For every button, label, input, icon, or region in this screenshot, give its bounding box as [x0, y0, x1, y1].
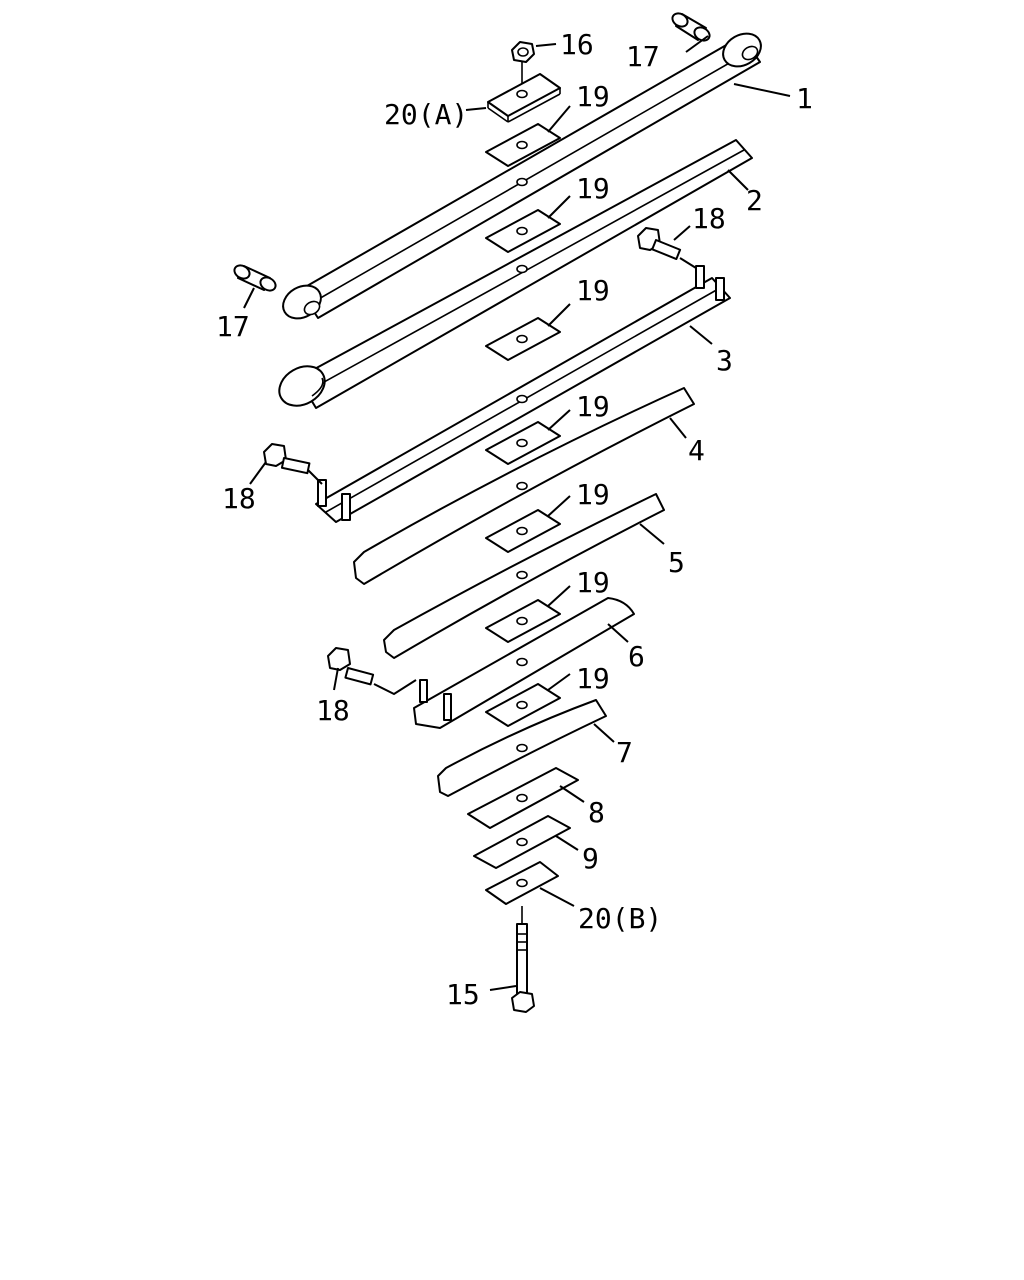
pad-19-1 [485, 123, 561, 167]
pad-19-4 [485, 421, 561, 465]
pad-19-7 [485, 683, 561, 727]
part-1-main-leaf [282, 32, 762, 320]
label-part-19-3: 19 [576, 274, 610, 307]
label-part-9: 9 [582, 842, 599, 875]
part-20b-hole [516, 878, 528, 888]
label-part-19-2: 19 [576, 172, 610, 205]
part-16-nut [511, 41, 535, 88]
leader-lines [243, 35, 791, 991]
part-2-second-leaf [278, 139, 753, 409]
part-18-bolt-top [637, 227, 697, 269]
label-part-18-low: 18 [316, 694, 350, 727]
pad-19-3 [485, 317, 561, 361]
label-part-19-1: 19 [576, 80, 610, 113]
part-19-pads [485, 123, 561, 727]
pad-19-2 [485, 209, 561, 253]
label-part-8: 8 [588, 796, 605, 829]
label-part-19-4: 19 [576, 390, 610, 423]
label-part-16: 16 [560, 28, 594, 61]
part-9-hole [516, 837, 528, 847]
label-part-4: 4 [688, 434, 705, 467]
part-20a-plate [487, 73, 561, 123]
label-part-19-6: 19 [576, 566, 610, 599]
label-part-3: 3 [716, 344, 733, 377]
part-18-bolt-mid [263, 443, 323, 485]
part-17-bushing-top [671, 12, 711, 42]
label-part-17-top: 17 [626, 40, 660, 73]
part-18-bolt-low [327, 647, 417, 696]
pad-19-5 [485, 509, 561, 553]
label-part-1: 1 [796, 82, 813, 115]
part-4-leaf [353, 387, 695, 585]
part-17-bushing-left [233, 264, 277, 292]
label-part-20a: 20(A) [384, 98, 468, 131]
part-6-clipped-leaf [413, 597, 635, 729]
part-5-leaf [383, 493, 665, 659]
label-part-19-5: 19 [576, 478, 610, 511]
part-7-leaf [437, 699, 607, 797]
callout-labels: 1 2 3 4 5 6 7 8 9 15 16 17 17 18 18 18 1… [216, 28, 813, 1011]
label-part-5: 5 [668, 546, 685, 579]
part-15-center-bolt [511, 906, 535, 1013]
pad-19-6 [485, 599, 561, 643]
label-part-15: 15 [446, 978, 480, 1011]
part-8-hole [516, 793, 528, 803]
label-part-20b: 20(B) [578, 902, 662, 935]
label-part-17-left: 17 [216, 310, 250, 343]
part-3-clipped-leaf [315, 265, 731, 523]
label-part-18-mid: 18 [222, 482, 256, 515]
label-part-18-top: 18 [692, 202, 726, 235]
label-part-2: 2 [746, 184, 763, 217]
label-part-7: 7 [616, 736, 633, 769]
label-part-6: 6 [628, 640, 645, 673]
label-part-19-7: 19 [576, 662, 610, 695]
